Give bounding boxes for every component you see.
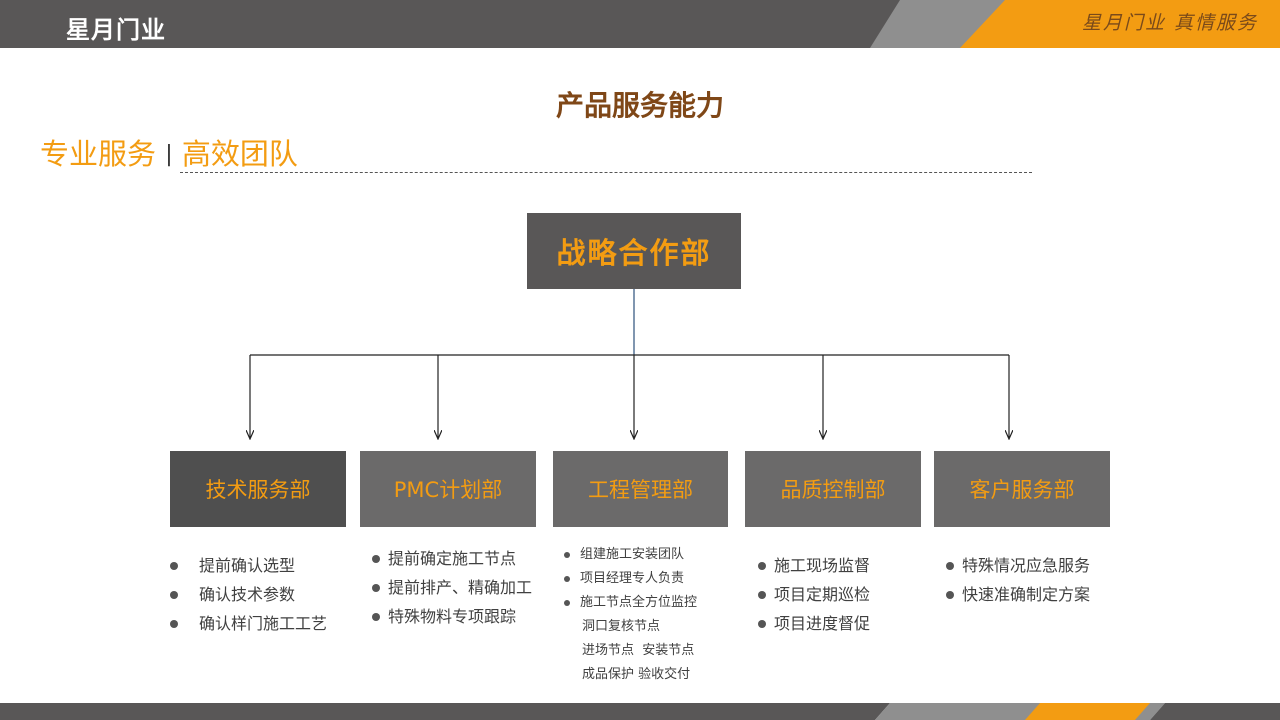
list-item: 施工现场监督	[758, 551, 870, 580]
strategic-cooperation-box: 战略合作部	[527, 213, 741, 289]
subtitle-efficient-team: 高效团队	[181, 137, 298, 171]
subtitle: 专业服务 | 高效团队	[40, 131, 298, 173]
dept-engineering-management-list: 组建施工安装团队 项目经理专人负责 施工节点全方位监控 洞口复核节点 进场节点 …	[564, 543, 697, 687]
list-item: 项目定期巡检	[758, 580, 870, 609]
list-item: 施工节点全方位监控	[564, 591, 697, 615]
list-item: 组建施工安装团队	[564, 543, 697, 567]
list-item: 特殊情况应急服务	[946, 551, 1090, 580]
list-item: 项目进度督促	[758, 609, 870, 638]
dept-engineering-management: 工程管理部	[553, 451, 728, 527]
dept-quality-control-list: 施工现场监督 项目定期巡检 项目进度督促	[758, 551, 870, 638]
signature-logo: 星月门业 真情服务	[1082, 12, 1259, 34]
dept-technical-service-list: 提前确认选型 确认技术参数 确认样门施工工艺	[170, 551, 327, 638]
dept-quality-control: 品质控制部	[745, 451, 921, 527]
list-item: 确认样门施工工艺	[170, 609, 327, 638]
bottom-banner	[0, 703, 1280, 720]
page-title: 产品服务能力	[555, 89, 724, 122]
dept-technical-service: 技术服务部	[170, 451, 346, 527]
dept-pmc-planning-list: 提前确定施工节点 提前排产、精确加工 特殊物料专项跟踪	[372, 544, 532, 631]
dashed-divider	[180, 172, 1032, 173]
dept-pmc-planning: PMC计划部	[360, 451, 536, 527]
sub-list-item: 成品保护 验收交付	[582, 667, 691, 682]
sub-list-item: 进场节点 安装节点	[582, 643, 695, 658]
bottom-banner-graphic	[0, 703, 1280, 720]
subtitle-professional-service: 专业服务	[40, 137, 157, 171]
top-banner-graphic	[0, 0, 1280, 48]
brand-logo: 星月门业	[66, 16, 166, 44]
list-item: 提前排产、精确加工	[372, 573, 532, 602]
dept-customer-service: 客户服务部	[934, 451, 1110, 527]
list-item: 提前确定施工节点	[372, 544, 532, 573]
list-item: 确认技术参数	[170, 580, 327, 609]
sub-list-item: 洞口复核节点	[582, 619, 661, 634]
list-item: 快速准确制定方案	[946, 580, 1090, 609]
list-item: 提前确认选型	[170, 551, 327, 580]
list-item: 项目经理专人负责	[564, 567, 697, 591]
list-item: 特殊物料专项跟踪	[372, 602, 532, 631]
subtitle-separator: |	[165, 142, 173, 167]
dept-customer-service-list: 特殊情况应急服务 快速准确制定方案	[946, 551, 1090, 609]
top-banner: 星月门业 星月门业 真情服务	[0, 0, 1280, 48]
